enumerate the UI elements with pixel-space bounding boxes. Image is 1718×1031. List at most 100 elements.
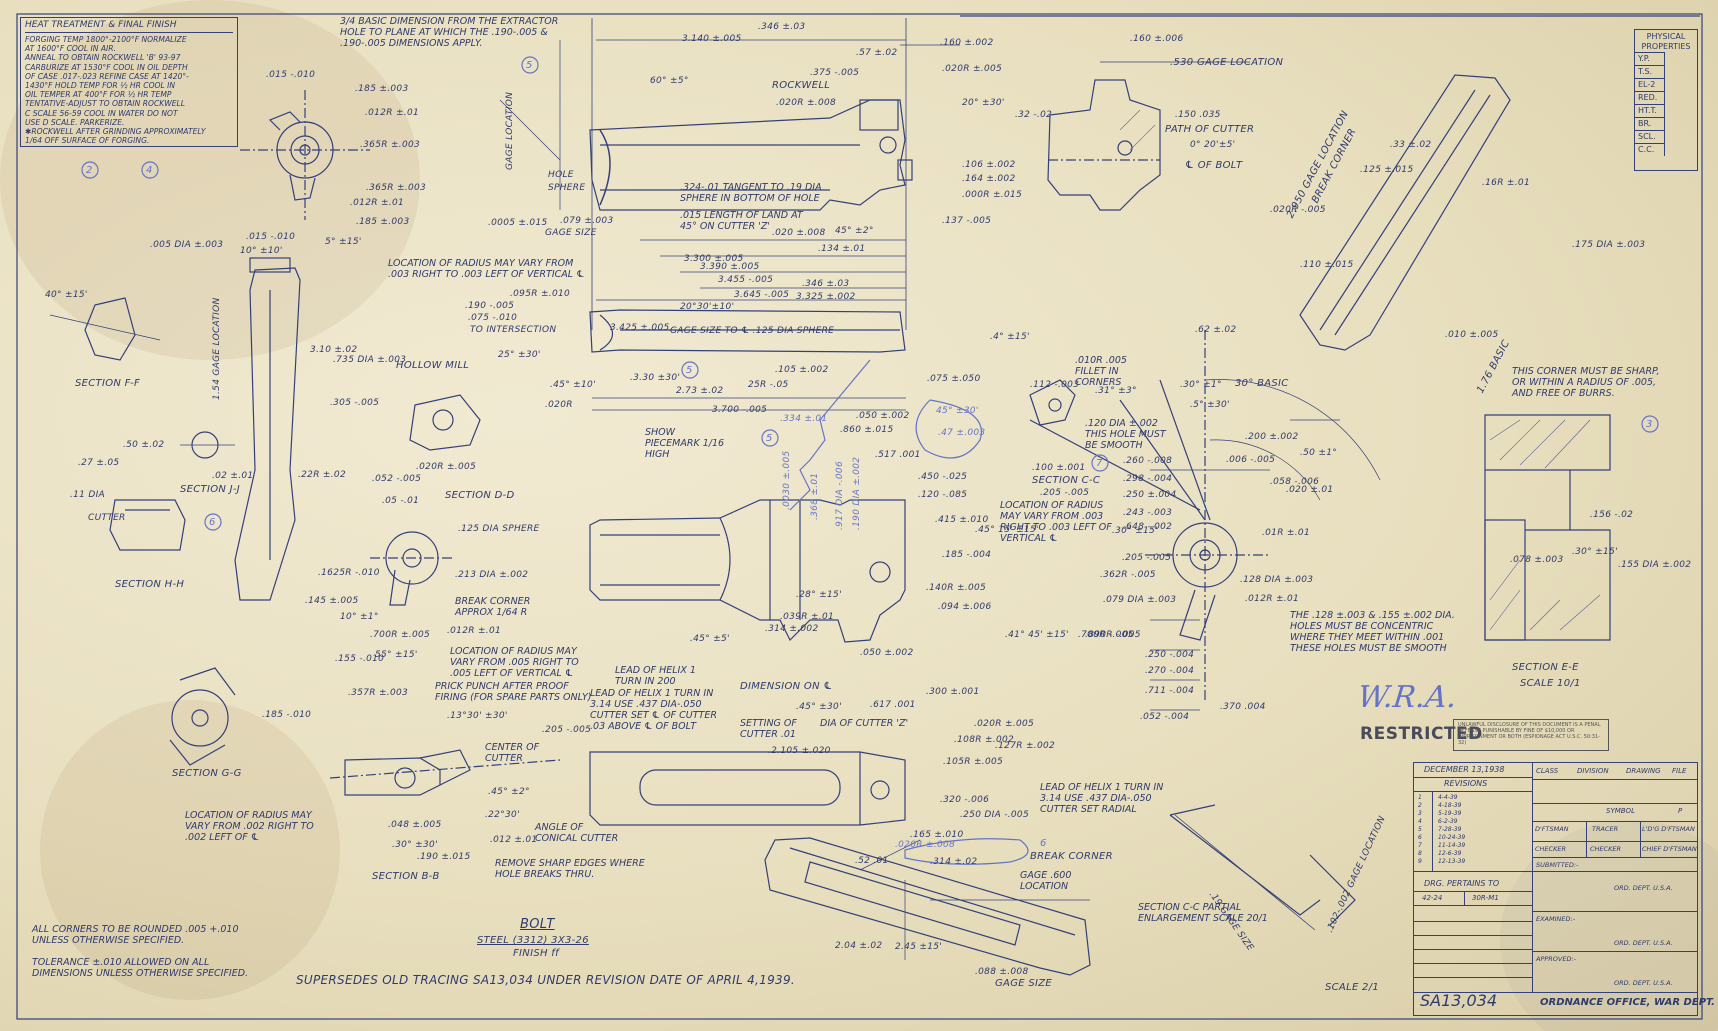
dimension: .048 ±.005 — [388, 820, 442, 830]
property-row: C.C. — [1635, 143, 1665, 156]
heat-line: OIL TEMPER AT 400°F FOR ½ HR TEMP — [25, 90, 172, 100]
dimension: .41° 45' ±15' — [1005, 630, 1069, 640]
circle-number: 6 — [1040, 838, 1047, 849]
dimension: .112 -.003 — [1030, 380, 1080, 390]
drawing-date: DECEMBER 13,1938 — [1424, 765, 1505, 774]
pertains-label: DRG. PERTAINS TO — [1424, 879, 1500, 888]
revision-number: 9 — [1418, 858, 1422, 865]
dimension: .30° ±15' — [1572, 547, 1618, 557]
dimension: .160 ±.006 — [1130, 34, 1184, 44]
dimension: 3.300 ±.005 — [684, 254, 744, 264]
dimension: .052 -.004 — [1140, 712, 1190, 722]
drawing-number: SA13,034 — [1420, 991, 1498, 1010]
dimension: .020R ±.005 — [942, 64, 1003, 74]
dimension: 25° ±30' — [498, 350, 541, 360]
dimension: .164 ±.002 — [962, 174, 1016, 184]
dimension: .711 -.004 — [1145, 686, 1195, 696]
dimension: 3.645 -.005 — [734, 290, 790, 300]
ejector-angled-view — [1299, 74, 1511, 351]
land-length-note: .015 LENGTH OF LAND AT 45° ON CUTTER 'Z' — [680, 210, 803, 232]
hole-smooth-note: .120 DIA ±.002 THIS HOLE MUST BE SMOOTH — [1085, 418, 1166, 451]
examined-label: EXAMINED:- — [1536, 915, 1576, 923]
dimension: .100 ±.001 — [1032, 463, 1086, 473]
revision-date: 6-2-39 — [1438, 818, 1458, 825]
dimension: .012R ±.01 — [1245, 594, 1300, 604]
heat-line: FORGING TEMP 1800°-2100°F NORMALIZE — [25, 35, 187, 44]
dimension: .45° 15' ±15' — [975, 525, 1039, 535]
dimension: .735 DIA ±.003 — [333, 355, 407, 365]
dimension: .079 ±.003 — [560, 216, 614, 226]
dimension: .105 ±.002 — [775, 365, 829, 375]
file-label: FILE — [1672, 767, 1687, 775]
circle-number: 5 — [526, 60, 533, 71]
dimension: .052 -.005 — [372, 474, 422, 484]
dimension: .0005 ±.015 — [488, 218, 548, 228]
section-bb-label: SECTION B-B — [372, 871, 440, 882]
dimension: 10° ±10' — [240, 246, 283, 256]
heat-line: 1430°F HOLD TEMP FOR ½ HR COOL IN — [25, 81, 176, 91]
gage-location-600: GAGE .600 LOCATION — [1020, 870, 1072, 892]
dimension: .079 DIA ±.003 — [1103, 595, 1177, 605]
ord-dept-label: ORD. DEPT. U.S.A. — [1614, 979, 1673, 987]
heat-line: USE D SCALE. PARKERIZE. — [25, 117, 125, 127]
prick-punch-note: PRICK PUNCH AFTER PROOF FIRING (FOR SPAR… — [435, 681, 592, 703]
dimension: .517 .001 — [875, 450, 921, 460]
dimension: .27 ±.05 — [78, 458, 120, 468]
dimension: .108R ±.002 — [954, 735, 1015, 745]
part-name: BOLT — [520, 917, 555, 932]
ord-dept-label: ORD. DEPT. U.S.A. — [1614, 884, 1673, 892]
section-gg — [169, 667, 236, 766]
revisions-label: REVISIONS — [1444, 779, 1488, 788]
dimension: 25R -.05 — [748, 380, 789, 390]
gage-location-label: .530 GAGE LOCATION — [1170, 57, 1284, 68]
dimension: .205 -.005 — [542, 725, 592, 735]
dimension: .134 ±.01 — [818, 244, 866, 254]
revision-date: 4-4-39 — [1438, 794, 1458, 801]
drawing-label: DRAWING — [1626, 767, 1661, 775]
basic-dimension-note: 3/4 BASIC DIMENSION FROM THE EXTRACTOR H… — [340, 16, 559, 49]
dia-of-cutter-note: DIA OF CUTTER 'Z' — [820, 718, 909, 729]
dimension: .30° ±30' — [392, 840, 438, 850]
basic-30-label: 30° BASIC — [1235, 378, 1289, 389]
section-dd-label: SECTION D-D — [445, 490, 515, 501]
section-ee-label: SECTION E-E — [1512, 662, 1579, 673]
dimension: .243 -.003 — [1123, 508, 1173, 518]
radius-location-note-1: LOCATION OF RADIUS MAY VARY FROM .003 RI… — [388, 258, 585, 280]
dimension-on-label: DIMENSION ON ℄ — [740, 681, 833, 692]
dimension: .160 ±.002 — [940, 38, 994, 48]
circle-number: 5 — [766, 433, 773, 444]
ordnance-office: ORDNANCE OFFICE, WAR DEPT. — [1540, 997, 1715, 1008]
circle-number: 2 — [86, 165, 93, 176]
heat-line: OF CASE .017-.023 REFINE CASE AT 1420°- — [25, 71, 189, 81]
dimension: .250 DIA -.005 — [960, 810, 1029, 820]
dimension: .058 -.006 — [1270, 477, 1320, 487]
dimension: .200 ±.002 — [1245, 432, 1299, 442]
dimension: 3.455 -.005 — [718, 275, 774, 285]
class-label: CLASS — [1536, 767, 1559, 775]
gage-size-sphere-label: GAGE SIZE TO ℄ .125 DIA SPHERE — [670, 326, 835, 336]
dimension: 2.04 ±.02 — [835, 941, 883, 951]
scale-10-label: SCALE 10/1 — [1520, 678, 1581, 689]
draftsman-label: D'FTSMAN — [1535, 825, 1569, 833]
heat-line: C SCALE 56-59 COOL IN WATER DO NOT — [25, 108, 178, 118]
revision-number: 8 — [1418, 850, 1422, 857]
dimension: .365R ±.003 — [366, 183, 427, 193]
dimension: .28° ±15' — [796, 590, 842, 600]
division-label: DIVISION — [1577, 767, 1609, 775]
revision-date: 4-18-39 — [1438, 802, 1462, 809]
dimension: .375 -.005 — [810, 68, 860, 78]
setting-of-cutter-note: SETTING OF CUTTER .01 — [740, 718, 797, 740]
hollow-mill-view — [409, 394, 481, 451]
dimension: 0° 20'±5' — [1190, 140, 1236, 150]
revision-date: 5-19-39 — [1438, 810, 1462, 817]
radius-location-note-2: LOCATION OF RADIUS MAY VARY FROM .005 RI… — [450, 646, 579, 679]
dimension: .31° ±3° — [1095, 386, 1137, 396]
dimension: .105R ±.005 — [943, 757, 1004, 767]
heat-line: TENTATIVE-ADJUST TO OBTAIN ROCKWELL — [25, 99, 186, 109]
dimension: .020 ±.01 — [1286, 485, 1334, 495]
dimension: .370 .004 — [1220, 702, 1266, 712]
tolerance-note: TOLERANCE ±.010 ALLOWED ON ALL DIMENSION… — [32, 957, 249, 979]
circle-number: 6 — [209, 517, 216, 528]
circle-number: 7 — [1096, 458, 1103, 469]
